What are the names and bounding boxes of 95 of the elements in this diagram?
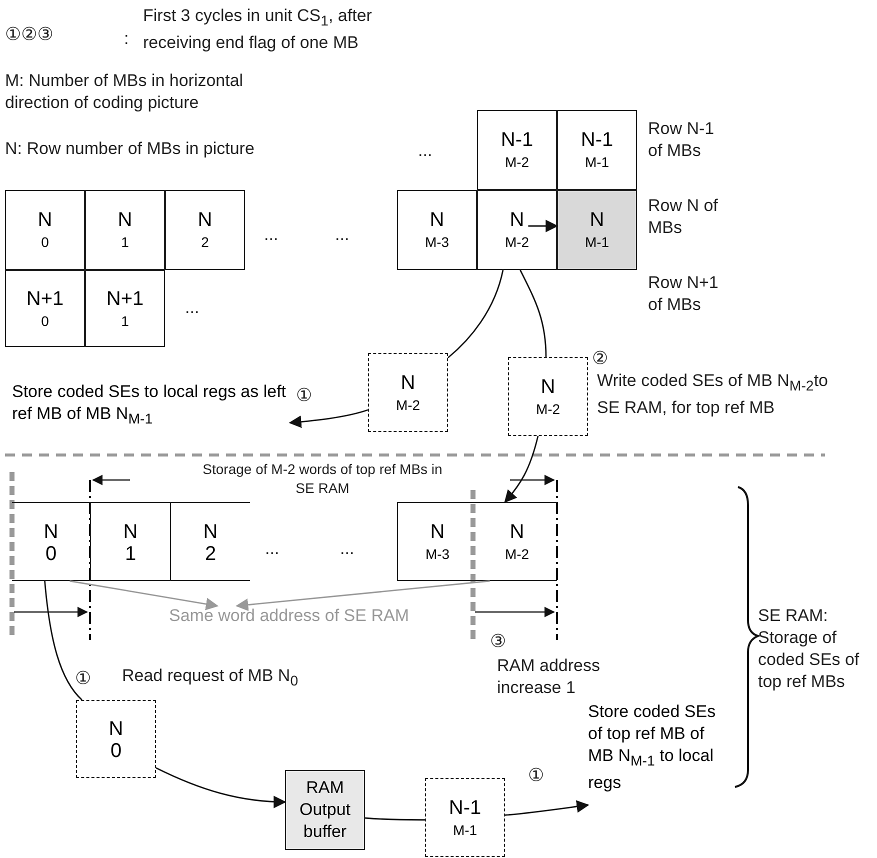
buffer-label: RAM Output buffer <box>298 777 352 843</box>
circled-number: ③ <box>490 631 508 653</box>
row-label: N <box>38 208 52 232</box>
column-index: M-1 <box>584 153 610 172</box>
macroblock-cell <box>397 190 477 270</box>
ram-word-cell <box>12 502 90 581</box>
column-index: 0 <box>41 233 49 252</box>
row-label: N <box>203 520 218 544</box>
circled-number: ② <box>592 348 610 370</box>
column-index: M-2 <box>504 233 530 252</box>
arrow <box>236 580 490 612</box>
circled-number: ① <box>528 765 546 787</box>
ellipsis: ... <box>185 297 200 319</box>
column-index: M-2 <box>396 396 420 414</box>
macroblock-box <box>76 700 156 778</box>
ellipsis: ... <box>264 224 280 246</box>
row-label: N <box>510 520 524 544</box>
macroblock-cell <box>5 270 85 347</box>
note-text: First 3 cycles in unit CS$_{1}$, after receiving end flag of one MB <box>143 5 373 54</box>
connector-line <box>520 270 547 358</box>
circled-number: ① <box>296 385 314 407</box>
macroblock-cell <box>85 270 165 347</box>
note-text: M: Number of MBs in horizontal direction of coding picture <box>5 70 244 114</box>
ellipsis: ... <box>340 538 356 560</box>
row-label: N <box>123 520 138 544</box>
column-index: 0 <box>45 544 57 564</box>
ellipsis: ... <box>418 140 434 162</box>
column-index: M-3 <box>424 233 450 252</box>
column-index: 1 <box>121 312 129 330</box>
note-text: Write coded SEs of MB N$_{M-2}$to SE RAM, for top ref MB <box>597 370 829 420</box>
buffer-box <box>285 770 365 850</box>
ellipsis: ... <box>265 538 280 560</box>
note-text: N: Row number of MBs in picture <box>5 138 256 160</box>
annotation-text: Store coded SEs to local regs as left ref MB of MB N$_{M-1}$ <box>12 382 290 430</box>
macroblock-cell <box>85 190 165 270</box>
row-label: N <box>430 208 444 232</box>
column-index: 1 <box>124 544 136 564</box>
row-caption: Row N-1 of MBs <box>648 118 716 162</box>
arrow <box>70 580 219 610</box>
row-caption: Row N of MBs <box>648 195 719 239</box>
row-label: N <box>540 374 556 398</box>
column-index: 2 <box>204 544 216 564</box>
ram-word-cell <box>397 502 477 581</box>
ram-word-cell <box>90 502 170 581</box>
row-label: N <box>400 370 416 394</box>
column-index: 1 <box>121 233 129 252</box>
row-label: N-1 <box>580 128 614 152</box>
column-index: M-1 <box>452 820 478 840</box>
circled-number: ①②③ <box>5 24 54 46</box>
column-index: M-2 <box>504 153 530 172</box>
macroblock-cell <box>477 190 557 270</box>
arrow <box>156 767 286 808</box>
row-caption: Row N+1 of MBs <box>648 272 720 316</box>
row-label: N <box>590 208 604 232</box>
column-index: M-2 <box>504 544 530 564</box>
ram-word-cell <box>477 502 557 581</box>
note-text: Read request of MB N$_{0}$ <box>122 665 300 692</box>
annotation-text: Same word address of SE RAM <box>126 602 452 630</box>
row-label: N <box>108 717 124 741</box>
macroblock-box <box>368 353 448 432</box>
row-label: N <box>510 208 524 232</box>
row-label: N-1 <box>448 796 482 820</box>
row-label: N <box>198 208 212 232</box>
arrow <box>288 409 368 428</box>
ellipsis: ... <box>335 224 350 246</box>
dimension-label: Storage of M-2 words of top ref MBs in SE RAM <box>202 460 444 498</box>
row-label: N <box>44 520 58 544</box>
column-index: M-1 <box>584 233 610 252</box>
arrow <box>528 220 558 232</box>
circled-number: ① <box>75 668 92 690</box>
arrow <box>504 800 590 816</box>
macroblock-box <box>425 778 505 857</box>
column-index: 0 <box>110 741 122 761</box>
row-label: N-1 <box>500 128 534 152</box>
macroblock-cell <box>477 110 557 190</box>
column-index: 2 <box>201 233 209 252</box>
column-index: M-2 <box>536 400 560 418</box>
connector-line <box>448 270 504 358</box>
connector-line <box>364 817 425 821</box>
macroblock-box <box>508 357 588 436</box>
macroblock-cell <box>557 190 637 270</box>
column-index: 0 <box>41 312 49 330</box>
macroblock-cell <box>5 190 85 270</box>
ram-word-cell <box>170 502 250 581</box>
row-label: N <box>430 520 445 544</box>
column-index: M-3 <box>425 544 450 564</box>
row-label: N+1 <box>106 286 144 310</box>
arrow <box>504 436 539 503</box>
separator-colon: : <box>124 28 130 50</box>
macroblock-cell <box>557 110 637 190</box>
row-label: N <box>118 208 132 232</box>
note-text: SE RAM: Storage of coded SEs of top ref MBs <box>758 605 860 693</box>
connector-line <box>44 580 82 700</box>
row-label: N+1 <box>26 286 64 310</box>
macroblock-cell <box>165 190 245 270</box>
